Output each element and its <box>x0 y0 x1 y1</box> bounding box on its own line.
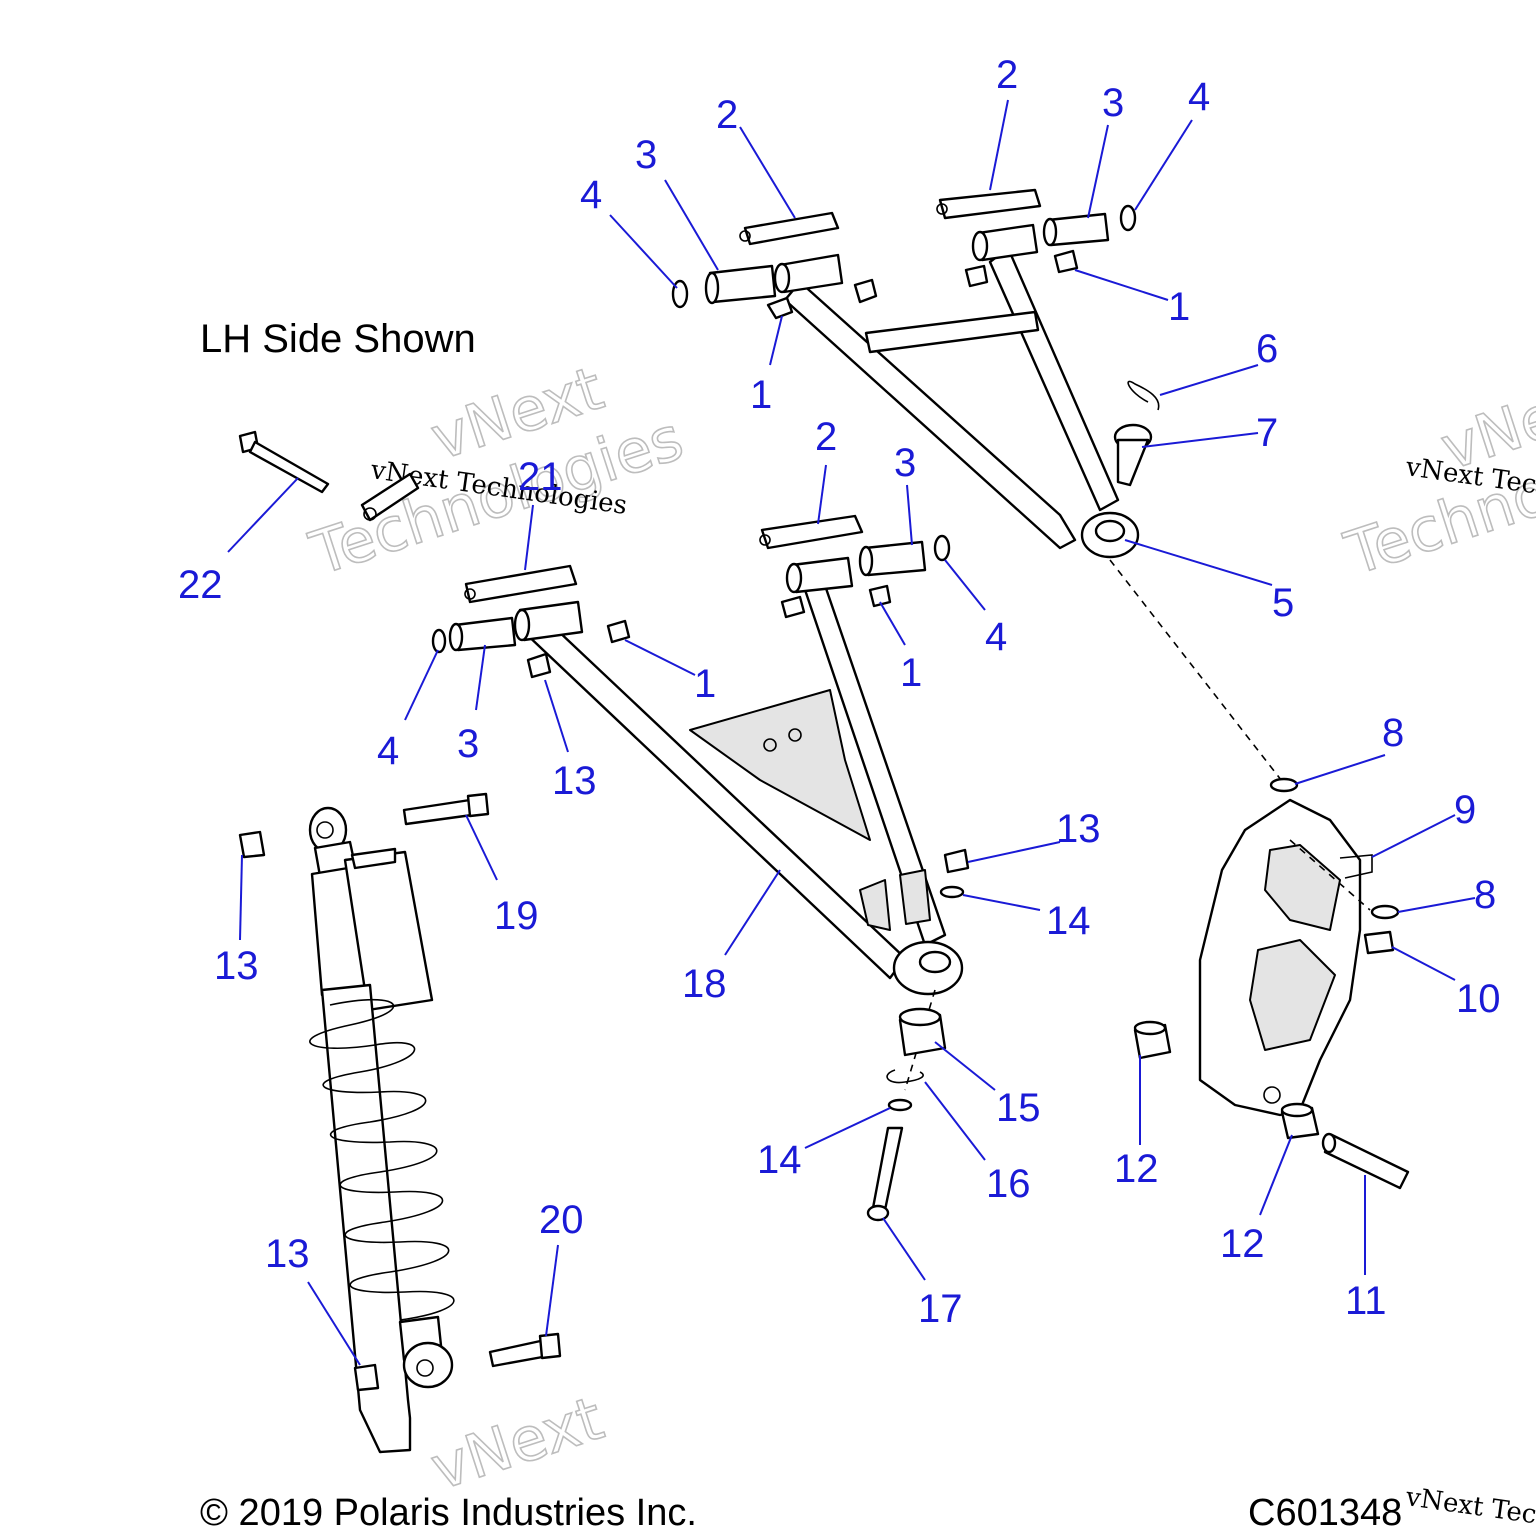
callout-2-lower: 2 <box>815 415 837 459</box>
callout-1-upper-left: 1 <box>750 373 772 417</box>
view-caption: LH Side Shown <box>200 317 476 361</box>
callout-14-top: 14 <box>1046 899 1091 943</box>
callout-9: 9 <box>1454 788 1476 832</box>
callout-3-upper-right: 3 <box>1102 81 1124 125</box>
callout-17: 17 <box>918 1287 963 1331</box>
callout-1-lower-right: 1 <box>900 651 922 695</box>
copyright-notice: © 2019 Polaris Industries Inc. <box>200 1492 697 1534</box>
callout-13-shock-bottom: 13 <box>265 1232 310 1276</box>
callout-18: 18 <box>682 962 727 1006</box>
callouts: 2 3 4 1 2 3 4 1 6 7 5 2 3 4 1 1 21 4 3 1… <box>178 53 1501 1331</box>
callout-3-lower-left: 3 <box>457 722 479 766</box>
callout-8-top: 8 <box>1382 711 1404 755</box>
alignment-line-upper <box>1109 559 1286 786</box>
callout-3-lower-right: 3 <box>894 441 916 485</box>
callout-4-lower-left: 4 <box>377 729 399 773</box>
spindle-knuckle <box>1133 777 1410 1190</box>
ball-joint-stack <box>866 848 970 1222</box>
shock-absorber <box>238 792 562 1454</box>
figure-code: C601348 <box>1248 1492 1402 1534</box>
callout-13-shock-top: 13 <box>214 944 259 988</box>
callout-1-lower-left: 1 <box>694 662 716 706</box>
callout-15: 15 <box>996 1086 1041 1130</box>
callout-12-right: 12 <box>1220 1222 1265 1266</box>
upper-arm-hardware <box>671 188 1160 487</box>
callout-13-ball-joint: 13 <box>1056 807 1101 851</box>
callout-4-upper-left: 4 <box>580 173 602 217</box>
watermark-small-bottom: vNext Technologies <box>1403 1482 1536 1536</box>
callout-16: 16 <box>986 1162 1031 1206</box>
upper-a-arm <box>773 223 1140 559</box>
callout-13-lower-arm: 13 <box>552 759 597 803</box>
callout-1-upper-right: 1 <box>1168 285 1190 329</box>
lower-a-arm <box>513 556 964 996</box>
callout-20: 20 <box>539 1198 584 1242</box>
callout-22: 22 <box>178 563 223 607</box>
callout-12-left: 12 <box>1114 1147 1159 1191</box>
watermark-line1-bottom: vNext <box>423 1384 611 1505</box>
callout-4-lower-right: 4 <box>985 615 1007 659</box>
callout-5: 5 <box>1272 581 1294 625</box>
callout-6: 6 <box>1256 327 1278 371</box>
callout-4-upper-right: 4 <box>1188 75 1210 119</box>
callout-10: 10 <box>1456 977 1501 1021</box>
callout-2-upper-right: 2 <box>996 53 1018 97</box>
callout-8-side: 8 <box>1474 873 1496 917</box>
leader-lines <box>227 99 1476 1366</box>
callout-2-upper-left: 2 <box>716 93 738 137</box>
callout-14-bottom: 14 <box>757 1138 802 1182</box>
callout-11: 11 <box>1345 1279 1387 1323</box>
callout-21: 21 <box>518 455 563 499</box>
callout-7: 7 <box>1256 411 1278 455</box>
lower-arm-hardware <box>238 430 951 679</box>
callout-19: 19 <box>494 894 539 938</box>
callout-3-upper-left: 3 <box>635 133 657 177</box>
